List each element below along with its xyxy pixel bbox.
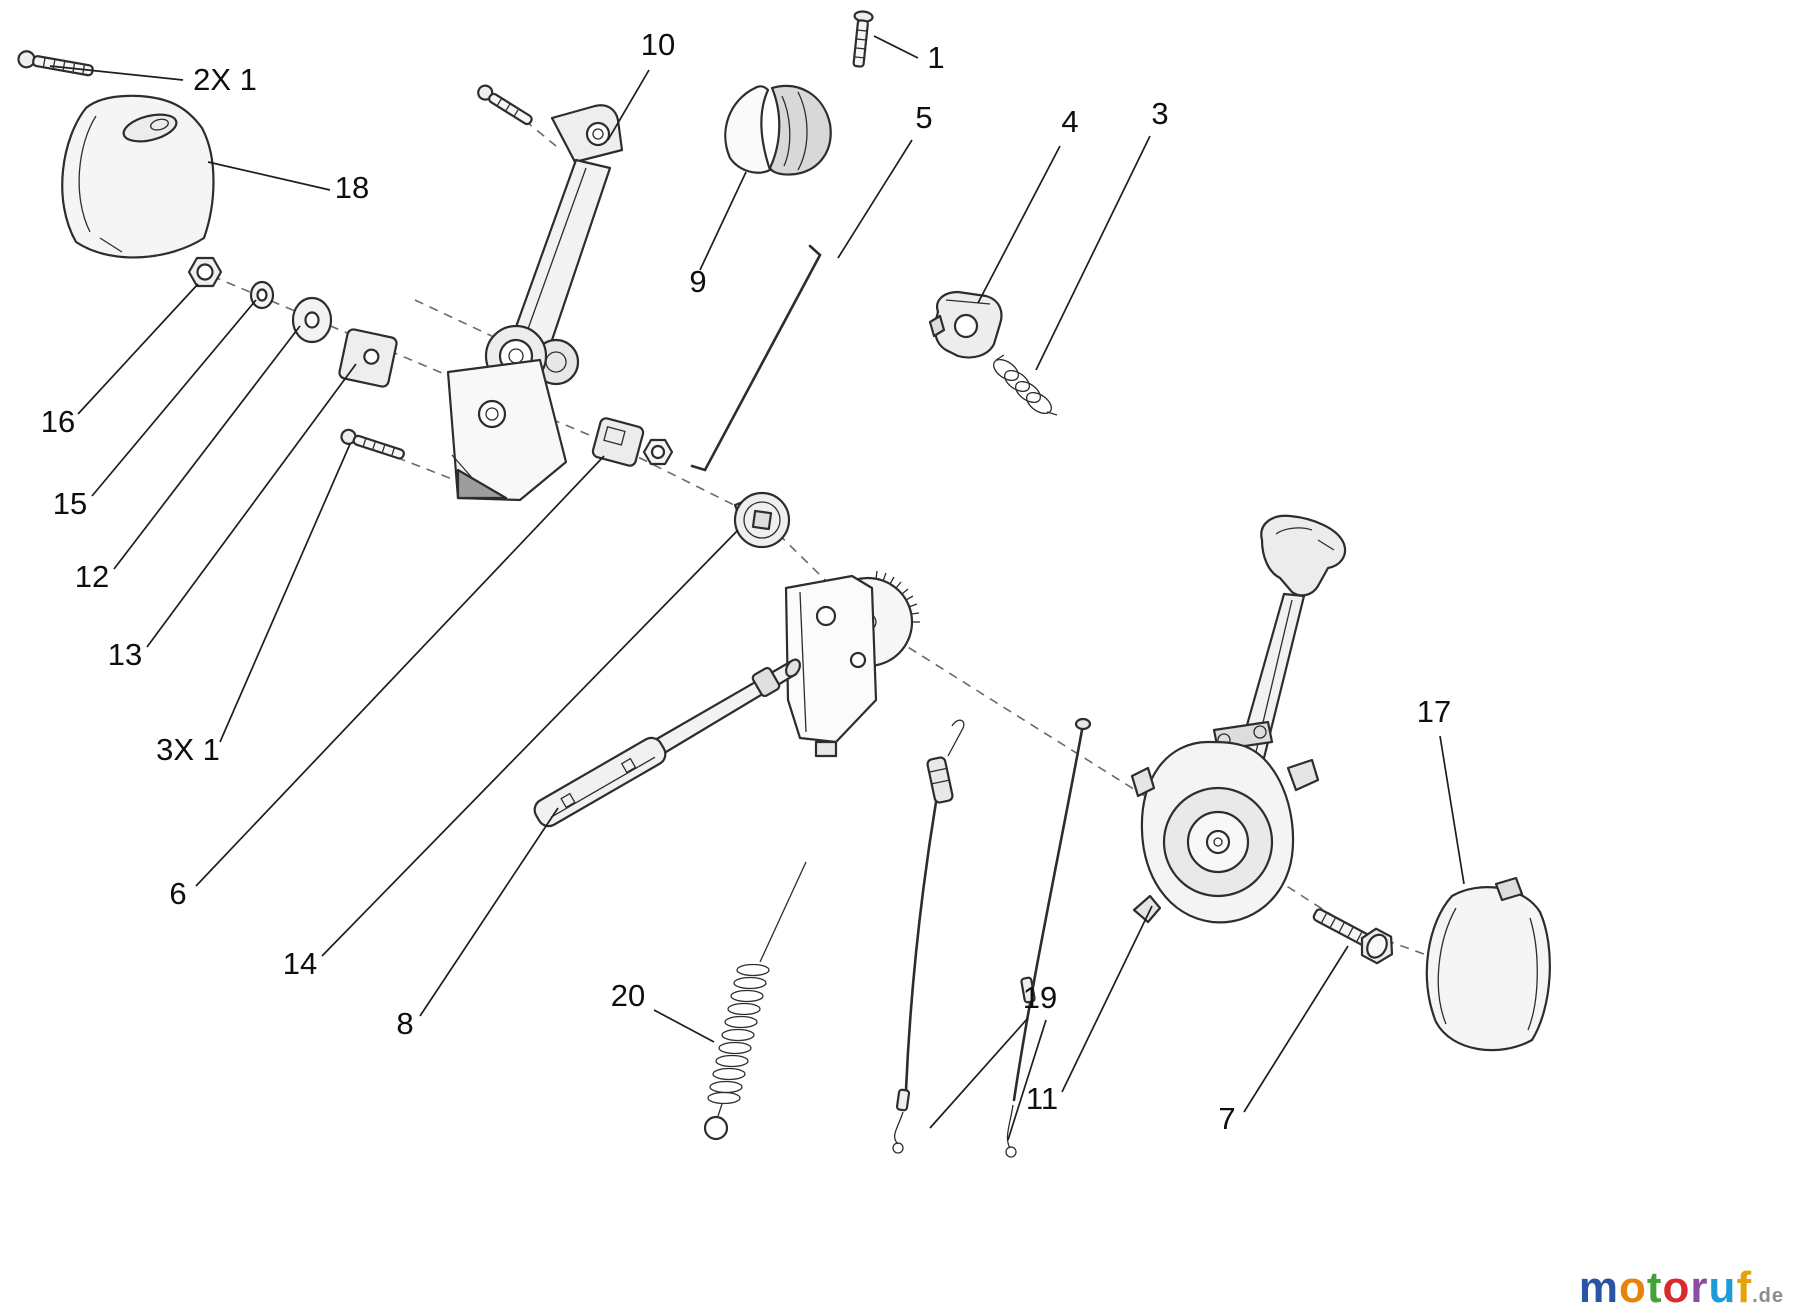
part-screw-3x1 — [340, 428, 405, 460]
watermark-letter: r — [1690, 1263, 1709, 1312]
leader-line-15 — [91, 299, 257, 497]
diagram-parts — [17, 10, 1551, 1158]
part-cable-center — [892, 719, 965, 1154]
part-bracket-gear — [784, 570, 920, 758]
callout-8: 8 — [396, 1006, 413, 1041]
leader-line-3x1 — [219, 443, 351, 743]
part-washer-12 — [291, 296, 333, 344]
part-bolt-7 — [1312, 908, 1394, 965]
part-lever-arm-10 — [446, 104, 624, 502]
axis-line-left — [211, 275, 869, 623]
leader-line-1 — [873, 35, 919, 59]
leader-line-19b — [1007, 1019, 1047, 1141]
part-knob-9 — [724, 84, 832, 176]
callout-4: 4 — [1061, 104, 1078, 139]
watermark-letter: m — [1578, 1263, 1619, 1312]
watermark-letter: t — [1646, 1263, 1663, 1312]
callout-9: 9 — [689, 264, 706, 299]
leader-line-2x1 — [49, 65, 184, 81]
callout-16: 16 — [41, 404, 75, 439]
leader-line-17 — [1439, 735, 1465, 885]
part-rod-8 — [533, 658, 801, 828]
part-clamp-6 — [591, 417, 674, 467]
leader-line-7 — [1243, 945, 1349, 1113]
leader-line-20 — [653, 1009, 715, 1043]
part-lever-assembly-11 — [1130, 514, 1347, 924]
watermark-letter: f — [1736, 1263, 1753, 1312]
callout-2x1: 2X 1 — [193, 62, 257, 97]
callout-17: 17 — [1417, 694, 1451, 729]
part-washer-15 — [249, 280, 275, 310]
callout-19: 19 — [1023, 980, 1057, 1015]
leader-line-12 — [113, 325, 301, 570]
part-rod-5 — [690, 244, 822, 472]
watermark-logo: motoruf.de — [1579, 1266, 1784, 1310]
part-screw-1 — [852, 10, 874, 68]
leader-line-13 — [146, 363, 357, 648]
part-cover-17 — [1425, 876, 1551, 1052]
part-screw-2x1 — [17, 50, 94, 77]
leader-line-16 — [77, 283, 199, 415]
callout-3: 3 — [1151, 96, 1168, 131]
part-spring-3 — [992, 354, 1058, 416]
leader-line-3 — [1035, 135, 1151, 371]
watermark-letters: motoruf — [1579, 1263, 1752, 1312]
leader-line-10 — [607, 69, 650, 141]
callout-18: 18 — [335, 170, 369, 205]
part-nut-16 — [187, 256, 223, 288]
watermark-letter: o — [1662, 1263, 1691, 1312]
callout-7: 7 — [1218, 1101, 1235, 1136]
callout-labels: 2X 1 18 10 1 9 5 4 3 16 15 12 13 3X 1 6 … — [41, 27, 1451, 1136]
callout-15: 15 — [53, 486, 87, 521]
watermark-letter: o — [1618, 1263, 1647, 1312]
leader-line-6 — [195, 455, 605, 887]
part-plate-13 — [338, 328, 398, 388]
callout-20: 20 — [611, 978, 645, 1013]
watermark-letter: u — [1708, 1263, 1737, 1312]
leader-line-5 — [837, 139, 913, 259]
callout-6: 6 — [169, 876, 186, 911]
leader-line-18 — [207, 161, 331, 191]
watermark-suffix: .de — [1752, 1285, 1784, 1307]
leader-line-4 — [977, 145, 1061, 304]
callout-3x1: 3X 1 — [156, 732, 220, 767]
part-knob-14 — [733, 491, 791, 549]
callout-14: 14 — [283, 946, 317, 981]
callout-12: 12 — [75, 559, 109, 594]
part-screw-top — [477, 84, 533, 126]
leader-lines — [49, 35, 1465, 1141]
part-cable-19 — [1005, 717, 1092, 1158]
leader-line-9 — [699, 171, 747, 271]
callout-11: 11 — [1026, 1081, 1058, 1116]
part-cover-18 — [61, 94, 215, 259]
callout-5: 5 — [915, 100, 932, 135]
part-spring-20 — [703, 861, 807, 1141]
leader-line-19a — [929, 1017, 1029, 1129]
callout-13: 13 — [108, 637, 142, 672]
leader-line-8 — [419, 807, 559, 1017]
callout-1: 1 — [927, 40, 944, 75]
leader-line-11 — [1061, 905, 1153, 1093]
leader-line-14 — [321, 529, 739, 957]
part-latch-4 — [928, 290, 1003, 359]
callout-10: 10 — [641, 27, 675, 62]
